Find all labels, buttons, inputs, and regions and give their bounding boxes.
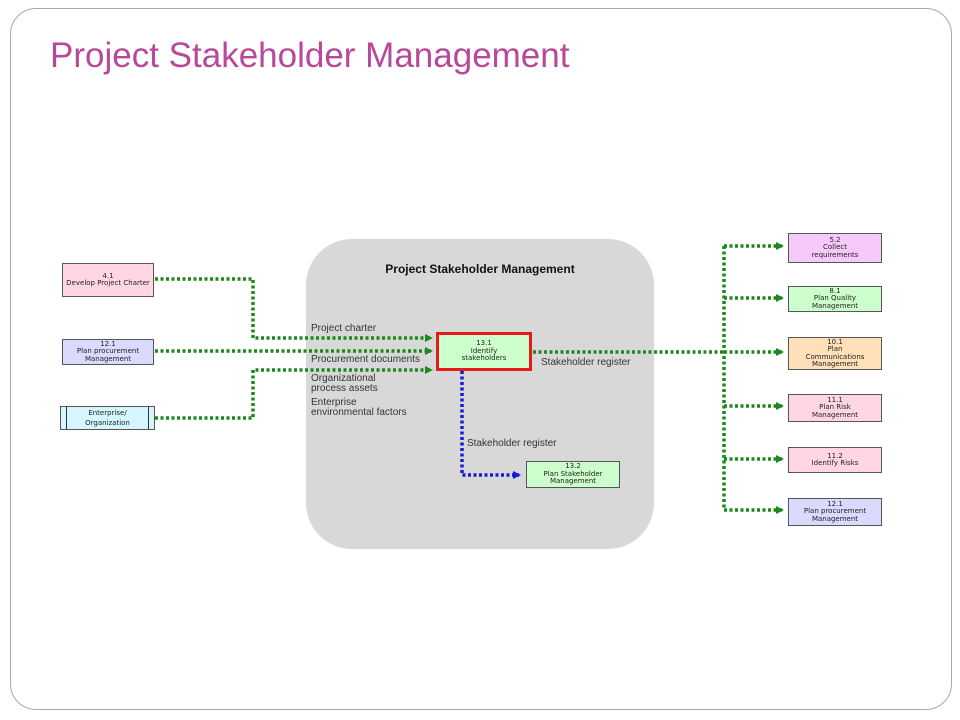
slide-title: Project Stakeholder Management <box>50 36 570 75</box>
output-box-plan-risk: 11.1 Plan Risk Management <box>788 394 882 422</box>
output-box-collect-requirements: 5.2 Collect requirements <box>788 233 882 263</box>
connector-identify-to-plan-stakeholder <box>460 371 521 479</box>
connector-enterprise-to-identify <box>155 366 433 420</box>
output-box-id: 10.1 <box>827 337 843 346</box>
output-box-name: Plan Risk Management <box>811 403 859 419</box>
process-identify-stakeholders: 13.1 Identify stakeholders <box>436 332 532 371</box>
output-box-name: Plan Communications Management <box>805 345 865 368</box>
output-box-id: 11.1 <box>827 395 843 404</box>
label-project-charter: Project charter <box>311 323 377 334</box>
process-id: 13.2 <box>565 462 581 471</box>
input-box-name: Enterprise/ Organization <box>85 409 130 427</box>
enterprise-right-bar <box>148 407 149 429</box>
output-box-id: 8.1 <box>829 286 841 295</box>
label-stakeholder-register-right: Stakeholder register <box>541 357 631 368</box>
process-group-title: Project Stakeholder Management <box>385 262 575 276</box>
label-org-process-assets: Organizational process assets <box>311 373 378 394</box>
connector-charter-to-identify <box>155 277 433 342</box>
process-name: Plan Stakeholder Management <box>543 469 603 486</box>
process-name: Identify stakeholders <box>461 346 507 363</box>
input-box-name: Plan procurement Management <box>76 347 140 363</box>
output-box-identify-risks: 11.2 Identify Risks <box>788 447 882 473</box>
label-procurement-documents: Procurement documents <box>311 354 420 365</box>
input-box-name: Develop Project Charter <box>66 279 150 287</box>
output-box-id: 11.2 <box>827 451 843 460</box>
process-id: 13.1 <box>476 339 492 348</box>
input-box-plan-procurement: 12.1 Plan procurement Management <box>62 339 154 365</box>
label-enterprise-env-factors: Enterprise environmental factors <box>311 397 407 418</box>
input-box-id: 4.1 <box>102 271 114 280</box>
output-box-id: 12.1 <box>827 499 843 508</box>
output-box-name: Identify Risks <box>811 459 859 467</box>
label-stakeholder-register-down: Stakeholder register <box>467 438 557 449</box>
input-box-id: 12.1 <box>100 339 116 348</box>
input-box-develop-project-charter: 4.1 Develop Project Charter <box>62 263 154 297</box>
process-group-panel <box>306 239 654 549</box>
output-box-name: Plan Quality Management <box>811 294 859 310</box>
output-box-plan-procurement: 12.1 Plan procurement Management <box>788 498 882 526</box>
output-box-name: Plan procurement Management <box>803 507 867 523</box>
output-box-name: Collect requirements <box>811 243 859 259</box>
input-box-enterprise-organization: Enterprise/ Organization <box>60 406 155 430</box>
enterprise-left-bar <box>66 407 67 429</box>
output-box-id: 5.2 <box>829 235 841 244</box>
output-box-plan-quality: 8.1 Plan Quality Management <box>788 286 882 312</box>
process-plan-stakeholder-management: 13.2 Plan Stakeholder Management <box>526 461 620 488</box>
output-box-plan-communications: 10.1 Plan Communications Management <box>788 337 882 370</box>
